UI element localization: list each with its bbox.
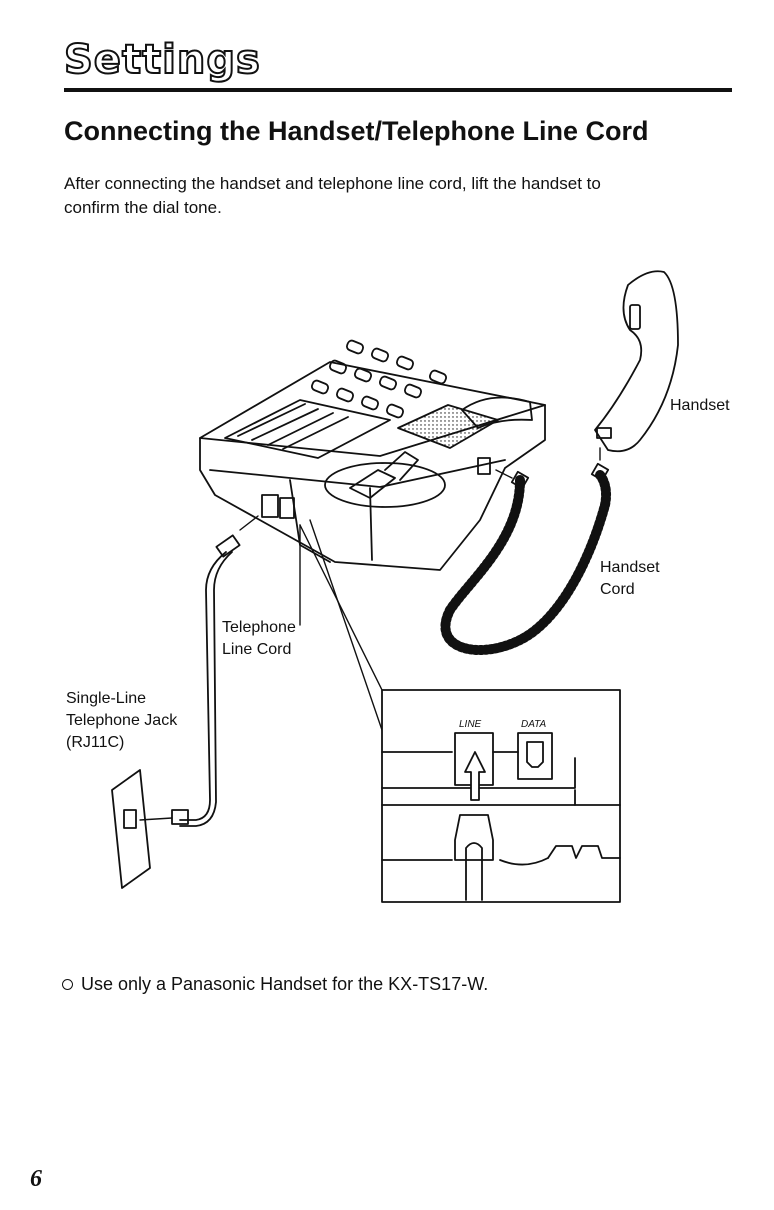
bullet-icon — [62, 979, 73, 990]
handset — [595, 271, 678, 451]
label-handset-cord-2: Cord — [600, 581, 635, 598]
section-title: Settings — [64, 40, 261, 80]
label-jack-1: Single-Line — [66, 690, 146, 707]
port-label-data: DATA — [521, 719, 547, 730]
page-heading: Connecting the Handset/Telephone Line Co… — [64, 117, 649, 147]
intro-line-2: confirm the dial tone. — [64, 198, 222, 217]
modular-plug — [455, 815, 493, 860]
intro-text: After connecting the handset and telepho… — [64, 172, 714, 220]
label-handset: Handset — [670, 397, 730, 414]
intro-line-1: After connecting the handset and telepho… — [64, 174, 601, 193]
telephone-base-unit — [200, 339, 545, 570]
section-rule — [64, 88, 732, 92]
telephone-line-cord — [172, 516, 258, 826]
label-jack-2: Telephone Jack — [66, 712, 178, 729]
port-detail-inset: LINE DATA — [382, 690, 620, 902]
page-number: 6 — [30, 1166, 42, 1193]
connection-illustration: LINE DATA Handset Handset Cord Telephone… — [0, 250, 774, 930]
usage-note: Use only a Panasonic Handset for the KX-… — [62, 974, 488, 995]
wall-jack — [112, 770, 172, 888]
label-handset-cord-1: Handset — [600, 559, 660, 576]
label-line-cord-2: Line Cord — [222, 641, 291, 658]
usage-note-text: Use only a Panasonic Handset for the KX-… — [81, 974, 488, 994]
port-label-line: LINE — [459, 719, 482, 730]
label-jack-3: (RJ11C) — [66, 734, 124, 751]
label-line-cord-1: Telephone — [222, 619, 296, 636]
